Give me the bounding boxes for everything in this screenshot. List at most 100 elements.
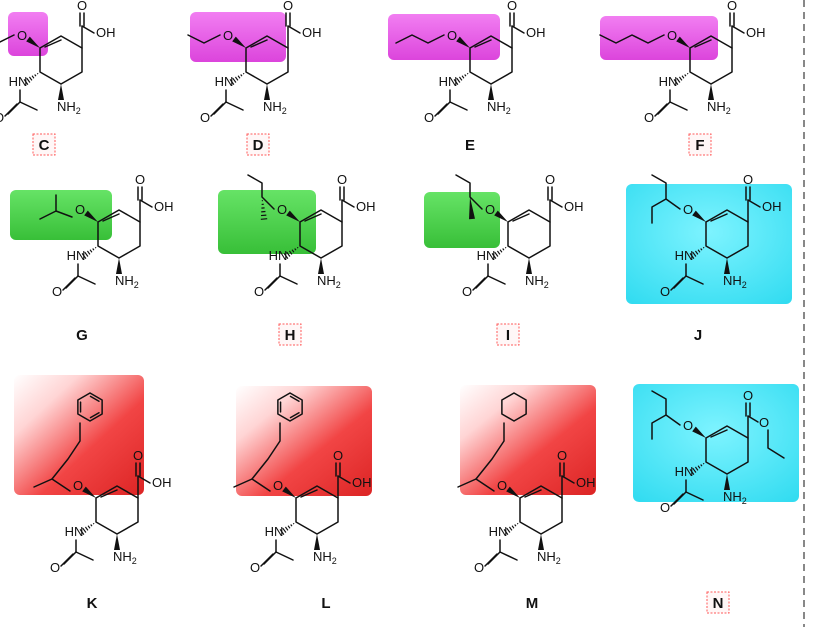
amine-group: NH2: [723, 273, 747, 290]
highlight-green: [424, 192, 500, 248]
acetamide-nh: HN: [675, 248, 694, 263]
acetamide-nh: HN: [215, 74, 234, 89]
carbonyl-oxygen: O: [545, 172, 555, 187]
carbonyl-oxygen: O: [77, 0, 87, 13]
acetamide-nh: HN: [67, 248, 86, 263]
ether-oxygen: O: [273, 478, 283, 493]
acetamide-nh: HN: [675, 464, 694, 479]
carbonyl-oxygen: O: [283, 0, 293, 13]
acetyl-oxygen: O: [462, 284, 472, 299]
amine-group: NH2: [113, 549, 137, 566]
amine-group: NH2: [317, 273, 341, 290]
amine-group: NH2: [115, 273, 139, 290]
ether-oxygen: O: [277, 202, 287, 217]
highlight-cyan: [633, 384, 799, 502]
ether-oxygen: O: [73, 478, 83, 493]
ether-oxygen: O: [683, 418, 693, 433]
hydroxyl-group: OH: [746, 25, 766, 40]
compound-label: D: [253, 137, 264, 154]
amine-group: NH2: [723, 489, 747, 506]
carbonyl-oxygen: O: [337, 172, 347, 187]
carbonyl-oxygen: O: [743, 388, 753, 403]
ether-oxygen: O: [667, 28, 677, 43]
carbonyl-oxygen: O: [507, 0, 517, 13]
hydroxyl-group: OH: [352, 475, 372, 490]
hydroxyl-group: OH: [152, 475, 172, 490]
highlight-green: [10, 190, 112, 240]
highlight-red: [460, 385, 596, 495]
hydroxyl-group: OH: [576, 475, 596, 490]
acetyl-oxygen: O: [660, 500, 670, 515]
ester-oxygen: O: [759, 415, 769, 430]
acetamide-nh: HN: [659, 74, 678, 89]
highlight-cyan: [626, 184, 792, 304]
highlight-magenta: [8, 12, 48, 56]
hydroxyl-group: OH: [762, 199, 782, 214]
ether-oxygen: O: [223, 28, 233, 43]
ether-oxygen: O: [75, 202, 85, 217]
acetamide-nh: HN: [269, 248, 288, 263]
compound-label: M: [526, 595, 539, 612]
carbonyl-oxygen: O: [743, 172, 753, 187]
compound-m: O OH NH2 HN O O M: [457, 385, 596, 612]
hydroxyl-group: OH: [302, 25, 322, 40]
ether-oxygen: O: [683, 202, 693, 217]
compound-e: O OH NH2 HN O O E: [388, 0, 546, 154]
compound-c: OOHNH2HNOOC: [0, 0, 116, 156]
hydroxyl-group: OH: [154, 199, 174, 214]
carbonyl-oxygen: O: [133, 448, 143, 463]
highlight-magenta: [388, 14, 500, 60]
hydroxyl-group: OH: [526, 25, 546, 40]
acetyl-oxygen: O: [0, 110, 4, 125]
acetamide-nh: HN: [265, 524, 284, 539]
acetyl-oxygen: O: [50, 560, 60, 575]
acetamide-nh: HN: [9, 74, 28, 89]
amine-group: NH2: [57, 99, 81, 116]
amine-group: NH2: [487, 99, 511, 116]
amine-group: NH2: [263, 99, 287, 116]
carbonyl-oxygen: O: [333, 448, 343, 463]
ether-oxygen: O: [497, 478, 507, 493]
label-highlight-box: [496, 323, 520, 346]
label-highlight-box: [278, 323, 302, 346]
acetyl-oxygen: O: [660, 284, 670, 299]
compound-label: K: [87, 595, 98, 612]
compound-g: O OH NH2 HN O O G: [10, 172, 174, 344]
ether-oxygen: O: [447, 28, 457, 43]
acetamide-nh: HN: [65, 524, 84, 539]
amine-group: NH2: [537, 549, 561, 566]
acetyl-oxygen: O: [200, 110, 210, 125]
compound-label: E: [465, 137, 475, 154]
compound-label: N: [713, 595, 724, 612]
acetyl-oxygen: O: [474, 560, 484, 575]
compound-label: I: [506, 327, 510, 344]
acetyl-oxygen: O: [52, 284, 62, 299]
carbonyl-oxygen: O: [557, 448, 567, 463]
compound-label: F: [695, 137, 704, 154]
highlight-magenta: [190, 12, 286, 62]
compound-d: O OH NH2 HN O O D: [187, 0, 322, 156]
acetyl-oxygen: O: [644, 110, 654, 125]
highlight-red: [14, 375, 144, 495]
compound-l: O OH NH2 HN O O L: [233, 386, 372, 612]
compound-label: G: [76, 327, 88, 344]
highlight-red: [236, 386, 372, 496]
acetamide-nh: HN: [489, 524, 508, 539]
carbonyl-oxygen: O: [135, 172, 145, 187]
amine-group: NH2: [525, 273, 549, 290]
acetyl-oxygen: O: [424, 110, 434, 125]
acetamide-nh: HN: [439, 74, 458, 89]
acetyl-oxygen: O: [250, 560, 260, 575]
label-highlight-box: [32, 133, 56, 156]
ether-oxygen: O: [485, 202, 495, 217]
acetamide-nh: HN: [477, 248, 496, 263]
hydroxyl-group: OH: [96, 25, 116, 40]
compound-label: L: [321, 595, 330, 612]
amine-group: NH2: [313, 549, 337, 566]
